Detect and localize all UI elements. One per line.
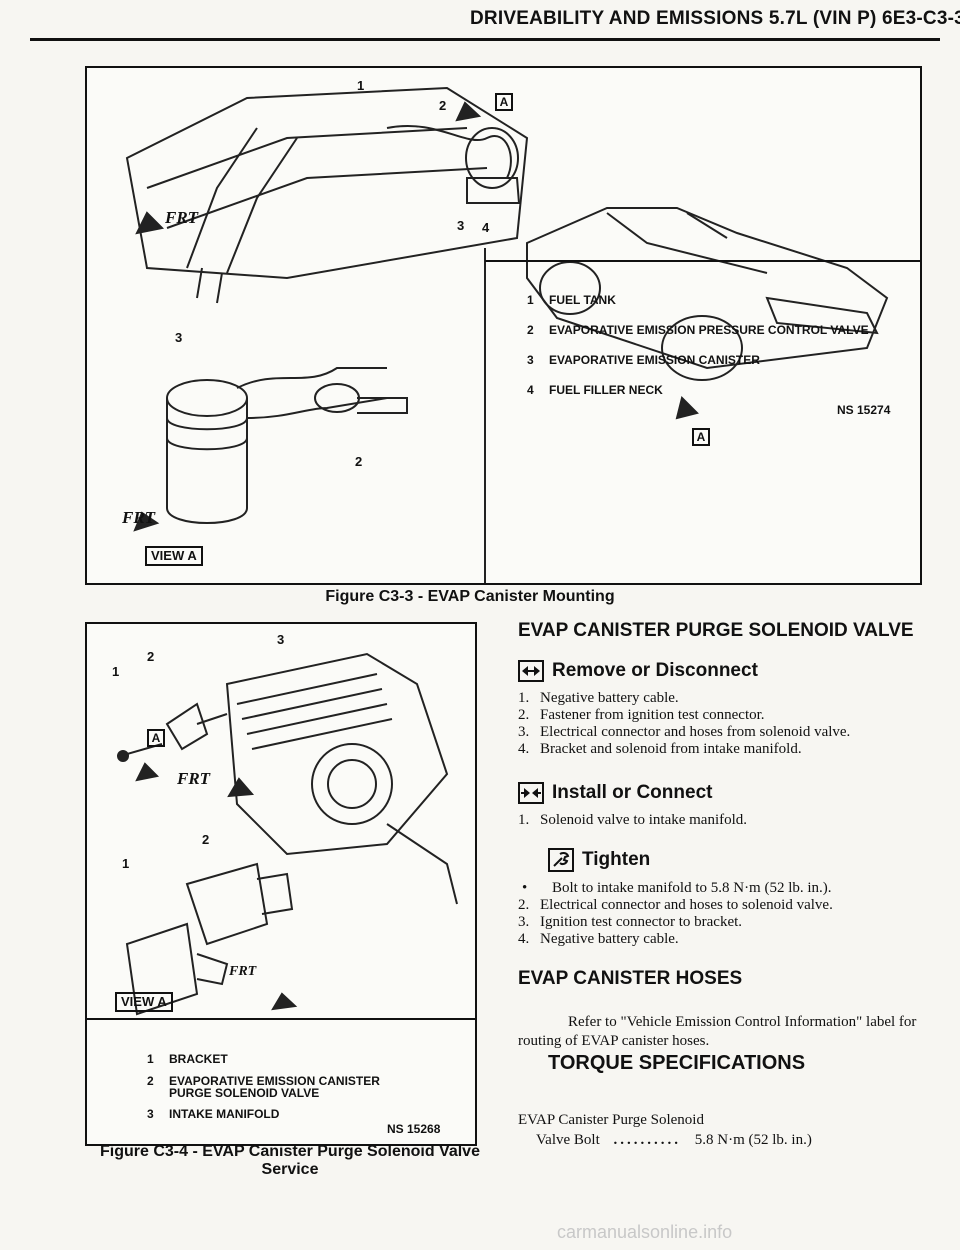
view-a-marker: A bbox=[147, 729, 165, 747]
install-connect-icon bbox=[518, 782, 544, 804]
remove-heading: Remove or Disconnect bbox=[518, 660, 758, 682]
list-item: 1.Solenoid valve to intake manifold. bbox=[518, 812, 748, 828]
view-a-marker: A bbox=[495, 93, 513, 111]
figure-c3-4-caption-line2: Service bbox=[261, 1161, 319, 1178]
callout-2: 2 bbox=[439, 98, 447, 113]
callout-2: 2 bbox=[147, 649, 155, 664]
torque-item-line2: Valve Bolt .......... 5.8 N·m (52 lb. in… bbox=[536, 1132, 812, 1148]
torque-specifications-heading: TORQUE SPECIFICATIONS bbox=[548, 1052, 806, 1074]
list-item: 4.Negative battery cable. bbox=[518, 931, 679, 947]
remove-disconnect-icon bbox=[518, 660, 544, 682]
canister-hoses-body: Refer to "Vehicle Emission Control Infor… bbox=[518, 1014, 917, 1049]
torque-value: 5.8 N·m (52 lb. in.) bbox=[694, 1132, 812, 1148]
frt-label-view-a: FRT bbox=[122, 508, 156, 527]
list-item: •Bolt to intake manifold to 5.8 N·m (52 … bbox=[522, 880, 832, 896]
legend-item-2-cont: PURGE SOLENOID VALVE bbox=[169, 1086, 320, 1100]
page-header-title: DRIVEABILITY AND EMISSIONS 5.7L (VIN P) … bbox=[470, 8, 960, 29]
list-item: 3.Electrical connector and hoses from so… bbox=[518, 724, 851, 740]
figure-c3-4-caption: Figure C3-4 - EVAP Canister Purge Soleno… bbox=[80, 1143, 500, 1179]
purge-solenoid-illustration bbox=[87, 652, 475, 1020]
callout-3-view-a: 3 bbox=[175, 330, 183, 345]
torque-leader-dots: .......... bbox=[613, 1132, 681, 1148]
list-item: 2.Fastener from ignition test connector. bbox=[518, 707, 765, 723]
callout-1-view-a: 1 bbox=[122, 856, 130, 871]
callout-1: 1 bbox=[112, 664, 120, 679]
callout-1: 1 bbox=[357, 78, 365, 93]
callout-3: 3 bbox=[277, 632, 285, 647]
remove-steps: 1.Negative battery cable. 2.Fastener fro… bbox=[518, 690, 938, 758]
watermark: carmanualsonline.info bbox=[557, 1222, 733, 1242]
view-a-marker-car: A bbox=[692, 428, 710, 446]
view-a-label: VIEW A bbox=[145, 546, 203, 566]
figure-c3-4-caption-line1: Figure C3-4 - EVAP Canister Purge Soleno… bbox=[100, 1143, 480, 1160]
tighten-steps: •Bolt to intake manifold to 5.8 N·m (52 … bbox=[518, 880, 938, 948]
ns-number: NS 15268 bbox=[387, 1122, 441, 1136]
torque-item-line1: EVAP Canister Purge Solenoid bbox=[518, 1112, 704, 1128]
callout-4: 3 bbox=[457, 218, 465, 233]
frt-label-view-a: FRT bbox=[229, 964, 257, 979]
callout-2-view-a: 2 bbox=[202, 832, 210, 847]
view-a-label: VIEW A bbox=[115, 992, 173, 1012]
install-steps: 1.Solenoid valve to intake manifold. bbox=[518, 812, 938, 829]
section-heading-purge-valve: EVAP CANISTER PURGE SOLENOID VALVE bbox=[518, 620, 914, 641]
list-item: 3.Ignition test connector to bracket. bbox=[518, 914, 743, 930]
callout-3: 4 bbox=[482, 220, 490, 235]
tighten-heading: Tighten bbox=[548, 848, 650, 872]
callout-2-view-a: 2 bbox=[355, 454, 363, 469]
list-item: 4.Bracket and solenoid from intake manif… bbox=[518, 741, 802, 757]
ns-number: NS 15274 bbox=[837, 403, 891, 417]
section-heading-canister-hoses: EVAP CANISTER HOSES bbox=[518, 968, 743, 989]
frt-label: FRT bbox=[165, 208, 199, 227]
tighten-wrench-icon bbox=[548, 848, 574, 872]
evap-canister-mounting-illustration bbox=[125, 86, 920, 583]
figure-c3-3-caption: Figure C3-3 - EVAP Canister Mounting bbox=[325, 588, 615, 605]
list-item: 2.Electrical connector and hoses to sole… bbox=[518, 897, 833, 913]
header-rule bbox=[30, 38, 940, 41]
install-heading: Install or Connect bbox=[518, 782, 712, 804]
list-item: 1.Negative battery cable. bbox=[518, 690, 679, 706]
frt-label: FRT bbox=[177, 769, 211, 788]
